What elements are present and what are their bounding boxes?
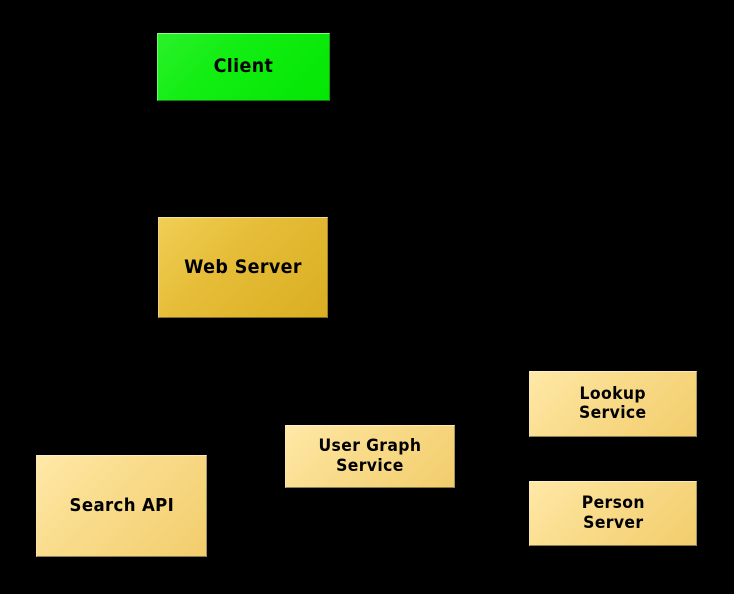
node-label-web-server: Web Server <box>184 255 302 278</box>
node-label-user-graph-service: User Graph Service <box>318 436 422 476</box>
node-label-lookup-service: Lookup Service <box>579 383 647 423</box>
diagram-node-search-api[interactable]: Search API <box>36 455 207 557</box>
node-label-search-api: Search API <box>69 494 174 516</box>
node-label-client: Client <box>213 55 274 78</box>
node-label-person-server: Person Server <box>581 493 645 533</box>
diagram-node-user-graph-service[interactable]: User Graph Service <box>285 425 455 488</box>
diagram-node-lookup-service[interactable]: Lookup Service <box>529 371 697 437</box>
diagram-node-person-server[interactable]: Person Server <box>529 481 697 546</box>
diagram-node-web-server[interactable]: Web Server <box>158 217 328 318</box>
diagram-node-client[interactable]: Client <box>157 33 330 101</box>
